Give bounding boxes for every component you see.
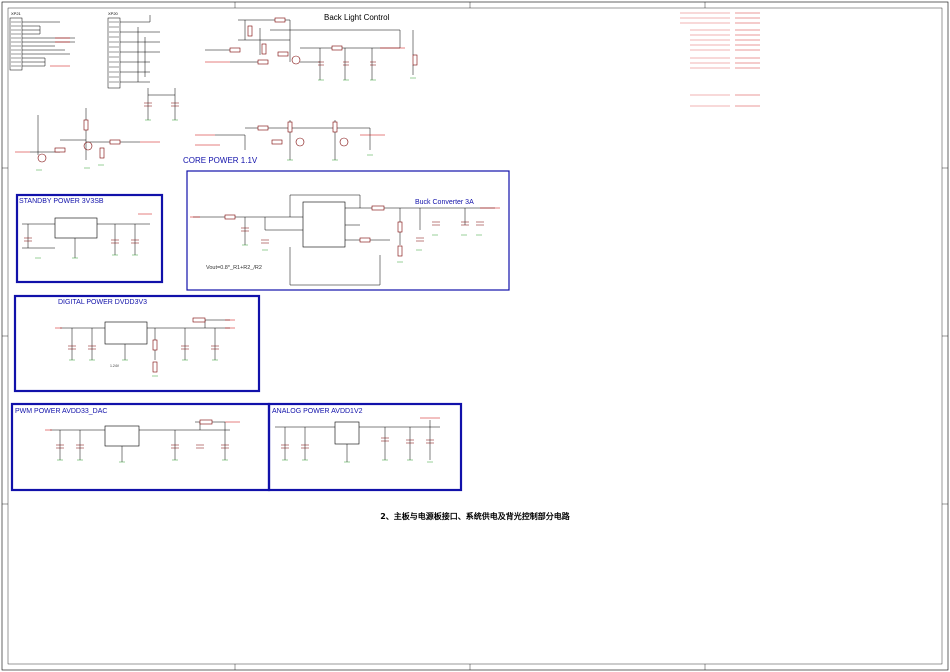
bulk-capacitors: [144, 88, 179, 121]
buck-converter-label: Buck Converter 3A: [415, 199, 474, 206]
core-power-block: CORE POWER 1.1V Buck Converter 3A Vout=0…: [183, 156, 510, 291]
ldo-ic-standby: [54, 217, 98, 239]
standby-power-block: STANDBY POWER 3V3SB: [15, 193, 164, 284]
analog-power-block: ANALOG POWER AVDD1V2: [267, 402, 463, 492]
ldo-ic-pwm: [104, 425, 140, 447]
analog-power-title: ANALOG POWER AVDD1V2: [272, 408, 363, 415]
page-caption: 2、主板与电源板接口、系统供电及背光控制部分电路: [380, 512, 570, 521]
pwm-power-title: PWM POWER AVDD33_DAC: [15, 408, 107, 415]
switching-section: [15, 108, 160, 171]
ldo-ic-digital: [104, 321, 148, 345]
net-list: [680, 12, 760, 107]
connector-xp21-label: XP21: [11, 11, 22, 16]
pwm-power-block: PWM POWER AVDD33_DAC: [10, 402, 271, 492]
dimming-section: [195, 120, 385, 161]
core-formula: Vout=0.8*_R1+R2_/R2: [206, 265, 262, 271]
connector-xp20: XP20: [107, 11, 160, 89]
buck-ic-n1: [302, 201, 346, 248]
connector-xp20-label: XP20: [108, 11, 119, 16]
digital-power-block: DIGITAL POWER DVDD3V3 1.24V: [13, 294, 261, 393]
standby-power-title: STANDBY POWER 3V3SB: [19, 198, 104, 205]
backlight-title: Back Light Control: [324, 13, 390, 22]
ldo-ic-analog: [334, 421, 360, 445]
core-power-title: CORE POWER 1.1V: [183, 156, 258, 165]
backlight-control-block: Back Light Control: [205, 13, 418, 81]
digital-power-title: DIGITAL POWER DVDD3V3: [58, 299, 147, 306]
svg-text:1.24V: 1.24V: [110, 364, 120, 368]
connector-xp21: XP21: [9, 11, 75, 71]
